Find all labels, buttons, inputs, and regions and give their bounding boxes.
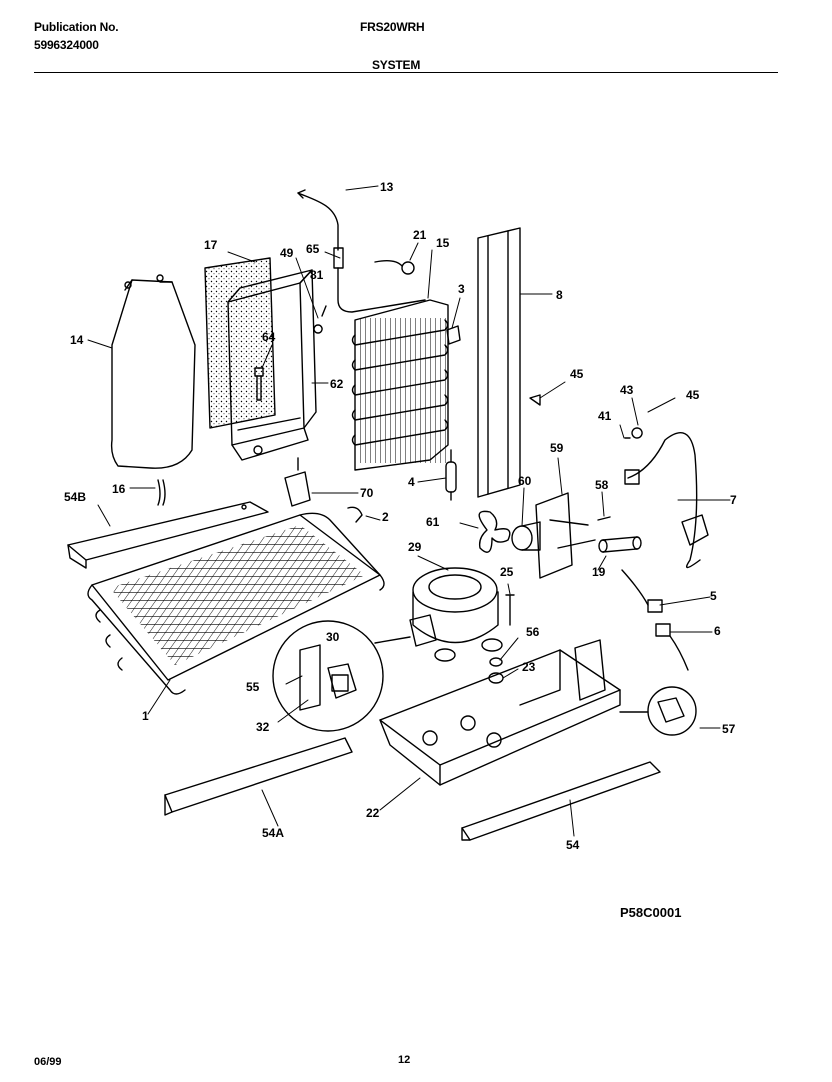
footer-date: 06/99 (34, 1056, 62, 1068)
base-tray-22 (379, 639, 621, 786)
callout-23: 23 (522, 660, 536, 674)
callout-22: 22 (366, 806, 380, 820)
thermostat-70 (284, 457, 311, 507)
connector-5 (621, 569, 663, 613)
callout-25: 25 (500, 565, 514, 579)
callout-14: 14 (70, 333, 84, 347)
clip-16 (157, 479, 166, 506)
callout-49: 49 (280, 246, 294, 260)
callout-13: 13 (380, 180, 394, 194)
grommet-57 (619, 686, 697, 736)
drier-4 (445, 449, 457, 501)
callout-54: 54 (566, 838, 580, 852)
screw-45a (529, 394, 541, 406)
bracket-54a (164, 737, 353, 816)
bracket-54 (461, 761, 661, 841)
callout-61: 61 (426, 515, 440, 529)
heat-exchanger-tube (297, 189, 426, 313)
callout-30: 30 (326, 630, 340, 644)
bracket-54b (67, 501, 269, 569)
callout-16: 16 (112, 482, 126, 496)
callout-1: 1 (142, 709, 149, 723)
screw-58 (597, 516, 611, 521)
callout-58: 58 (595, 478, 609, 492)
grommet-56 (489, 657, 503, 667)
callout-45b: 45 (686, 388, 700, 402)
callout-55: 55 (246, 680, 260, 694)
callout-21: 21 (413, 228, 427, 242)
callout-32: 32 (256, 720, 270, 734)
tube-19 (598, 536, 642, 553)
callout-54A: 54A (262, 826, 285, 840)
callout-64: 64 (262, 330, 276, 344)
callout-15: 15 (436, 236, 450, 250)
clip-3 (446, 325, 461, 345)
callout-8: 8 (556, 288, 563, 302)
condenser-1 (87, 512, 385, 695)
callout-43: 43 (620, 383, 634, 397)
connector-6 (655, 623, 689, 671)
callout-62: 62 (330, 377, 344, 391)
callout-6: 6 (714, 624, 721, 638)
publication-number: 5996324000 (34, 38, 99, 52)
liner-14 (110, 274, 196, 469)
callout-65: 65 (306, 242, 320, 256)
callout-54B: 54B (64, 490, 87, 504)
screw-64 (254, 367, 264, 401)
callout-41: 41 (598, 409, 612, 423)
evaporator-coil (351, 299, 449, 471)
fan-motor-60 (511, 521, 541, 551)
callout-70: 70 (360, 486, 374, 500)
evaporator-cover (227, 269, 317, 461)
power-cord-7 (624, 432, 709, 569)
callout-45a: 45 (570, 367, 584, 381)
bolt-25 (505, 594, 515, 626)
callout-56: 56 (526, 625, 540, 639)
drawing-code: P58C0001 (620, 905, 682, 920)
callout-19: 19 (592, 565, 606, 579)
callout-5: 5 (710, 589, 717, 603)
clip-81 (321, 305, 327, 317)
model-number: FRS20WRH (360, 20, 425, 34)
header-rule (34, 72, 778, 73)
callout-3: 3 (458, 282, 465, 296)
callout-7: 7 (730, 493, 737, 507)
fitting-49 (313, 324, 323, 334)
clip-2 (347, 506, 363, 523)
fan-shroud-59 (535, 492, 596, 579)
callout-57: 57 (722, 722, 736, 736)
page-number: 12 (398, 1054, 411, 1066)
callout-17: 17 (204, 238, 218, 252)
compressor-29 (409, 567, 503, 662)
callout-81: 81 (310, 268, 324, 282)
clip-43 (631, 427, 643, 439)
fan-blade-61 (478, 510, 511, 553)
detail-circle (272, 620, 411, 732)
callout-60: 60 (518, 474, 532, 488)
publication-label: Publication No. (34, 20, 119, 34)
sensor-21 (374, 259, 415, 275)
callout-4: 4 (408, 475, 415, 489)
callout-29: 29 (408, 540, 422, 554)
section-title: SYSTEM (372, 58, 421, 72)
callout-2: 2 (382, 510, 389, 524)
channel-8 (477, 227, 521, 498)
callout-59: 59 (550, 441, 564, 455)
